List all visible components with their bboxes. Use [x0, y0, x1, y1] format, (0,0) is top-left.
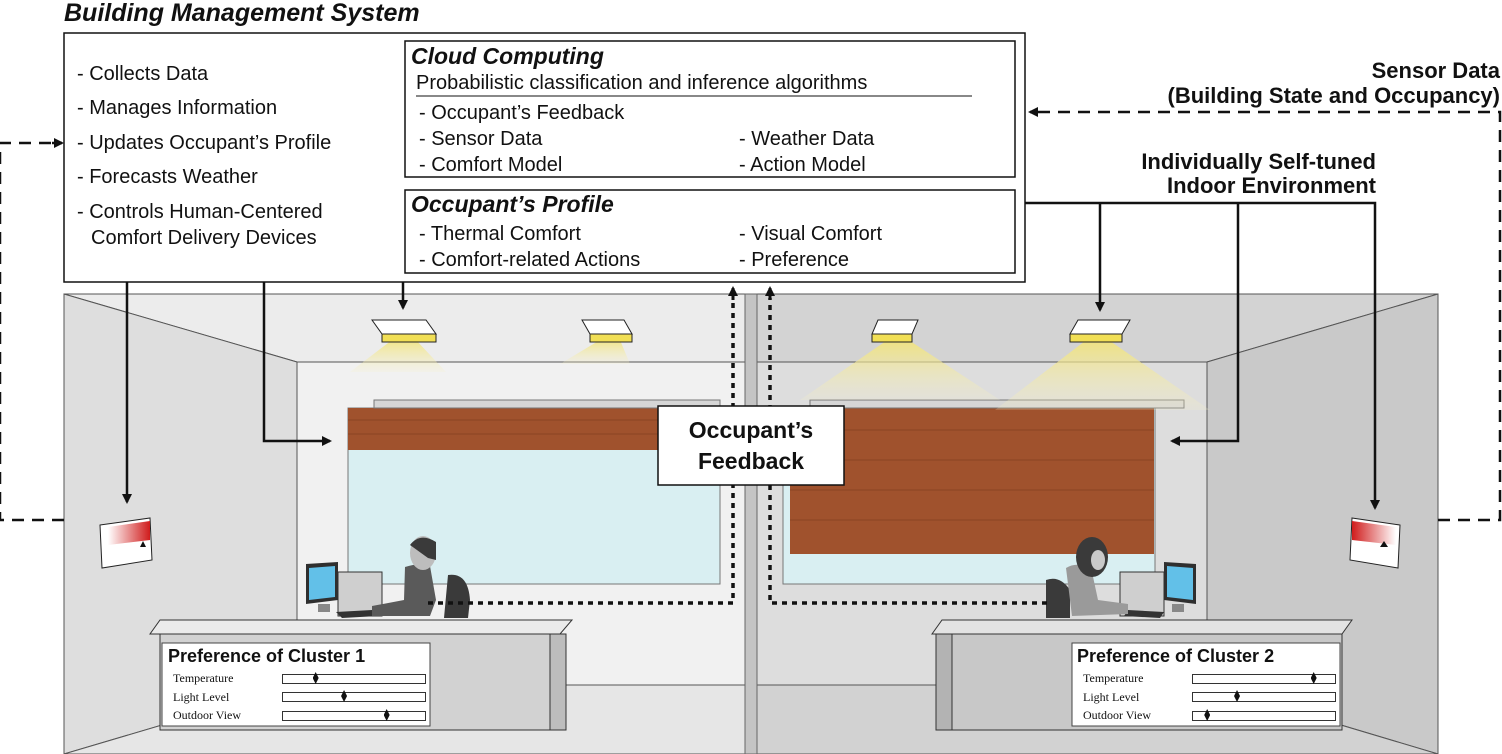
feedback-box [657, 405, 845, 486]
profile-item-actions: - Comfort-related Actions [419, 249, 641, 271]
control-arrows [122, 201, 1380, 510]
bms-function-forecasts: - Forecasts Weather [77, 166, 258, 188]
pref-2-light-slider[interactable] [1192, 692, 1336, 702]
feedback-sublabel: Feedback [697, 448, 805, 474]
sensor-data-label: Sensor Data [1371, 58, 1500, 83]
light-cone-1 [350, 340, 446, 372]
pref-1-outdoor-knob[interactable] [384, 709, 390, 721]
pref-cluster-1-title: Preference of Cluster 1 [168, 646, 366, 666]
pref-1-outdoor-label: Outdoor View [173, 708, 242, 722]
pref-1-light-label: Light Level [173, 690, 230, 704]
pref-2-outdoor-slider[interactable] [1192, 711, 1336, 721]
ceiling-light-3 [871, 319, 919, 343]
pref-2-outdoor-knob[interactable] [1204, 709, 1210, 721]
cloud-item-weather: - Weather Data [739, 128, 875, 150]
pref-1-temperature-knob[interactable] [313, 672, 319, 684]
profile-box [404, 189, 1016, 274]
blind-right [790, 408, 1154, 554]
profile-item-visual: - Visual Comfort [739, 223, 883, 245]
pref-1-outdoor-slider[interactable] [282, 711, 426, 721]
pref-1-temperature-label: Temperature [173, 671, 234, 685]
thermostat-left [99, 517, 153, 569]
occupant-left [372, 536, 470, 618]
profile-title: Occupant’s Profile [411, 191, 614, 217]
cloud-item-sensor: - Sensor Data [419, 128, 543, 150]
self-tuned-sublabel: Indoor Environment [1167, 173, 1376, 198]
cloud-title: Cloud Computing [411, 43, 604, 69]
pref-2-outdoor-label: Outdoor View [1083, 708, 1152, 722]
bms-function-controls: - Controls Human-Centered [77, 201, 323, 223]
cloud-subtitle: Probabilistic classification and inferen… [416, 72, 868, 94]
bms-function-collects: - Collects Data [77, 63, 209, 85]
ceiling-light-2 [581, 319, 633, 343]
pref-2-light-knob[interactable] [1234, 690, 1240, 702]
occupant-right [1046, 537, 1128, 618]
profile-item-preference: - Preference [739, 249, 850, 271]
bms-title: Building Management System [64, 0, 420, 27]
cloud-box [404, 40, 1016, 178]
light-cone-3 [800, 341, 1000, 400]
ceiling-light-1 [371, 319, 437, 343]
profile-item-thermal: - Thermal Comfort [419, 223, 581, 245]
light-cone-4 [995, 341, 1210, 410]
sensor-data-sublabel: (Building State and Occupancy) [1167, 83, 1500, 108]
cloud-item-action-model: - Action Model [739, 154, 866, 176]
pref-2-temperature-knob[interactable] [1311, 672, 1317, 684]
ceiling-light-4 [1069, 319, 1131, 343]
light-cone-2 [560, 340, 630, 364]
pref-1-light-knob[interactable] [341, 690, 347, 702]
pref-2-light-label: Light Level [1083, 690, 1140, 704]
pref-1-temperature-slider[interactable] [282, 674, 426, 684]
pref-2-temperature-slider[interactable] [1192, 674, 1336, 684]
computer-right [1119, 562, 1196, 618]
pref-2-temperature-label: Temperature [1083, 671, 1144, 685]
self-tuned-label: Individually Self-tuned [1141, 149, 1376, 174]
thermostat-right [1349, 517, 1401, 569]
pref-1-light-slider[interactable] [282, 692, 426, 702]
pref-cluster-2-title: Preference of Cluster 2 [1077, 646, 1275, 666]
cloud-item-comfort-model: - Comfort Model [419, 154, 563, 176]
feedback-lines [428, 298, 1047, 605]
partition-wall [744, 293, 758, 754]
cloud-item-feedback: - Occupant’s Feedback [419, 102, 625, 124]
bms-function-updates: - Updates Occupant’s Profile [77, 132, 332, 154]
feedback-label: Occupant’s [688, 417, 814, 443]
sensor-data-loop [0, 110, 1502, 522]
bms-function-controls-cont: Comfort Delivery Devices [91, 227, 317, 249]
bms-function-manages: - Manages Information [77, 97, 278, 119]
blind-rail-left [373, 399, 721, 409]
